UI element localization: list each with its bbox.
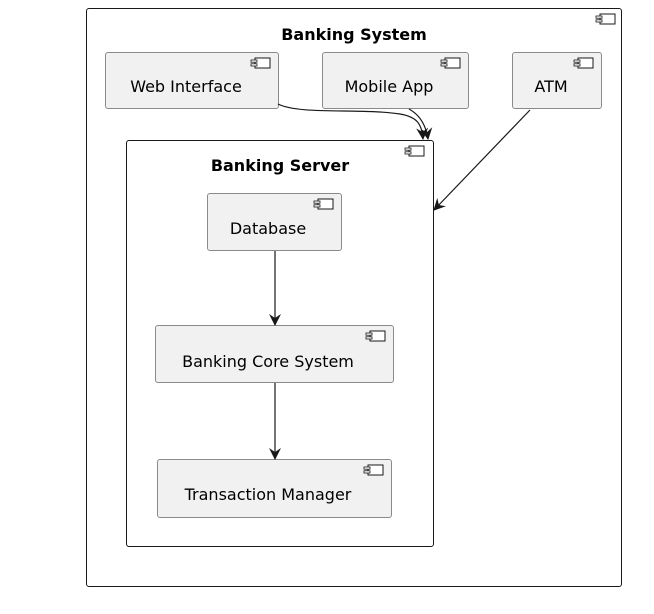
atm-label: ATM: [534, 77, 567, 96]
component-web-interface: Web Interface: [105, 52, 279, 109]
component-database: Database: [207, 193, 342, 251]
component-mobile-app: Mobile App: [322, 52, 469, 109]
arrow-atm-to-server: [433, 109, 531, 211]
arrow-mobile-app-to-server: [408, 108, 433, 140]
web-interface-label: Web Interface: [130, 77, 242, 96]
arrow-web-interface-to-server: [277, 103, 429, 140]
component-banking-core-system: Banking Core System: [155, 325, 394, 383]
component-transaction-manager: Transaction Manager: [157, 459, 392, 518]
transaction-manager-label: Transaction Manager: [184, 485, 352, 504]
database-label: Database: [230, 219, 306, 238]
banking-core-system-label: Banking Core System: [182, 352, 354, 371]
banking-server-title: Banking Server: [211, 156, 349, 175]
mobile-app-label: Mobile App: [345, 77, 434, 96]
component-atm: ATM: [512, 52, 602, 109]
banking-system-title: Banking System: [281, 25, 427, 44]
